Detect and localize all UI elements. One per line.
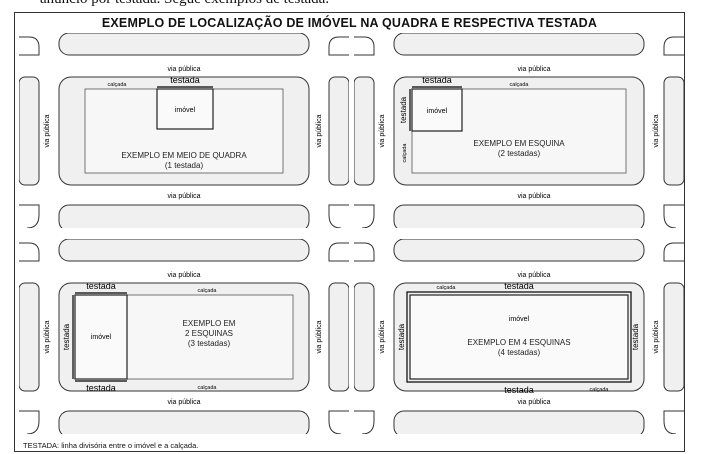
caption-line-2: (4 testadas) bbox=[498, 348, 541, 357]
frontage-outline bbox=[406, 291, 632, 383]
panel-mid-block: via pública calçada testada imóvel EXEMP… bbox=[19, 33, 349, 228]
panel-two-corners: via pública testada calçada testada imóv… bbox=[19, 239, 349, 434]
property-lot bbox=[156, 88, 214, 130]
calcada-label: calçada bbox=[108, 82, 128, 88]
caption-line-1: EXEMPLO EM ESQUINA bbox=[473, 139, 565, 148]
testada-label-bottom: testada bbox=[86, 383, 116, 393]
via-publica-top: via pública bbox=[167, 66, 200, 73]
calcada-label-bottom: calçada bbox=[590, 387, 610, 393]
via-publica-right: via pública bbox=[653, 320, 660, 353]
testada-label-left: testada bbox=[399, 96, 408, 123]
testada-label-top: testada bbox=[86, 281, 116, 291]
via-publica-right: via pública bbox=[653, 114, 660, 147]
cropped-paragraph-text: anúncio por testada. Segue exemplos de t… bbox=[40, 0, 329, 8]
testada-label-right: testada bbox=[631, 323, 640, 350]
imovel-label: imóvel bbox=[509, 316, 530, 323]
via-publica-right: via pública bbox=[316, 114, 323, 147]
via-publica-bottom: via pública bbox=[517, 399, 550, 406]
calcada-label-bottom: calçada bbox=[198, 385, 218, 391]
diagram-title: EXEMPLO DE LOCALIZAÇÃO DE IMÓVEL NA QUAD… bbox=[101, 16, 598, 30]
via-publica-bottom: via pública bbox=[517, 193, 550, 200]
calcada-label-top: calçada bbox=[510, 82, 530, 88]
calcada-label-top: calçada bbox=[437, 285, 457, 291]
panel-corner: via pública testada calçada testada calç… bbox=[354, 33, 684, 228]
via-publica-top: via pública bbox=[517, 66, 550, 73]
calcada-label-top: calçada bbox=[198, 288, 218, 294]
testada-label-top: testada bbox=[422, 75, 452, 85]
property-lot bbox=[409, 294, 629, 380]
footnote: TESTADA: linha divisória entre o imóvel … bbox=[23, 441, 199, 450]
via-publica-top: via pública bbox=[167, 272, 200, 279]
via-publica-left: via pública bbox=[44, 114, 51, 147]
caption-line-3: (3 testadas) bbox=[188, 339, 231, 348]
imovel-label: imóvel bbox=[91, 334, 112, 341]
diagram-frame: EXEMPLO DE LOCALIZAÇÃO DE IMÓVEL NA QUAD… bbox=[14, 12, 685, 452]
testada-label-left: testada bbox=[397, 323, 406, 350]
property-lot bbox=[411, 88, 463, 132]
calcada-label-left: calçada bbox=[402, 143, 408, 163]
caption-line-1: EXEMPLO EM 4 ESQUINAS bbox=[467, 338, 570, 347]
testada-label: testada bbox=[170, 75, 200, 85]
via-publica-top: via pública bbox=[517, 272, 550, 279]
imovel-label: imóvel bbox=[427, 108, 448, 115]
imovel-label: imóvel bbox=[175, 107, 196, 114]
testada-label-bottom: testada bbox=[504, 385, 534, 395]
caption-line-1: EXEMPLO EM bbox=[183, 319, 236, 328]
caption-line-2: (2 testadas) bbox=[498, 149, 541, 158]
via-publica-bottom: via pública bbox=[167, 193, 200, 200]
testada-label-top: testada bbox=[504, 281, 534, 291]
property-lot bbox=[74, 294, 128, 380]
via-publica-left: via pública bbox=[379, 114, 386, 147]
cropped-paragraph: anúncio por testada. Segue exemplos de t… bbox=[0, 0, 703, 14]
via-publica-left: via pública bbox=[44, 320, 51, 353]
via-publica-bottom: via pública bbox=[167, 399, 200, 406]
testada-label-left: testada bbox=[62, 323, 71, 350]
via-publica-left: via pública bbox=[379, 320, 386, 353]
via-publica-right: via pública bbox=[316, 320, 323, 353]
caption-line-2: 2 ESQUINAS bbox=[185, 329, 233, 338]
caption-line-1: EXEMPLO EM MEIO DE QUADRA bbox=[121, 151, 247, 160]
panel-four-corners: via pública calçada testada testada test… bbox=[354, 239, 684, 434]
caption-line-2: (1 testada) bbox=[165, 161, 204, 170]
